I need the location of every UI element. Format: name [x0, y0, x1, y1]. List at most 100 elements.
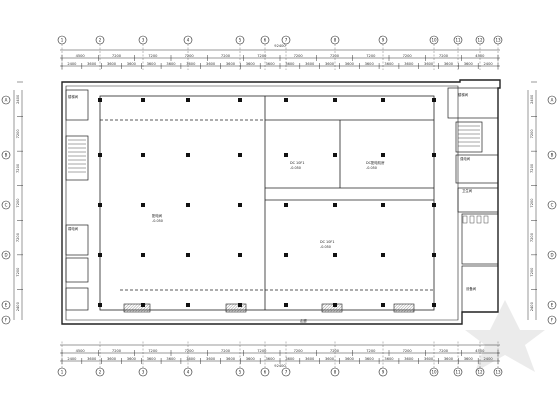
col-axis-bubble: 7: [281, 340, 291, 377]
column-marker: [284, 203, 288, 207]
axis-label: 3: [142, 37, 145, 42]
dim-text: 7200: [112, 349, 122, 353]
column-marker: [432, 303, 436, 307]
axis-label: 5: [239, 369, 242, 374]
axis-label: 1: [61, 37, 64, 42]
dim-text: 4500: [76, 54, 86, 58]
dim-text: 7200: [439, 54, 449, 58]
column-marker: [238, 153, 242, 157]
dim-text: 3600: [127, 357, 137, 361]
column-marker: [98, 253, 102, 257]
column-marker: [98, 153, 102, 157]
room-dc-top: DC 10F1: [290, 161, 304, 165]
row-axis-bubble: B: [547, 150, 557, 160]
dim-text: 3600: [147, 357, 157, 361]
col-axis-bubble: 9: [378, 340, 388, 377]
col-axis-bubble: 2: [95, 340, 105, 377]
column-marker: [238, 203, 242, 207]
axis-label: B: [551, 152, 554, 157]
dim-text: 2400: [16, 301, 20, 311]
row-axis-bubble: B: [1, 150, 11, 160]
axis-label: 9: [382, 369, 385, 374]
dim-text: 7200: [16, 129, 20, 139]
dim-text: 3600: [107, 357, 117, 361]
room-dc-right: DC配电机房: [366, 160, 385, 165]
column-marker: [432, 253, 436, 257]
column-marker: [141, 153, 145, 157]
dim-text: 7200: [403, 54, 413, 58]
dim-text: 3600: [166, 357, 176, 361]
column-marker: [238, 98, 242, 102]
axis-label: 8: [334, 37, 337, 42]
dim-text: 7200: [112, 54, 122, 58]
room-main-hall: 配电间: [152, 213, 163, 218]
dim-text: 3600: [464, 357, 474, 361]
dim-text: 3600: [147, 62, 157, 66]
dim-text: 4500: [475, 349, 485, 353]
col-axis-bubble: 5: [235, 340, 245, 377]
col-axis-bubble: 6: [260, 35, 270, 70]
column-marker: [381, 98, 385, 102]
axis-label: C: [551, 202, 554, 207]
dim-text: 7200: [330, 349, 340, 353]
column-marker: [432, 98, 436, 102]
watermark-icon: [465, 300, 545, 372]
dim-text: 3600: [345, 62, 355, 66]
axis-label: 7: [285, 37, 288, 42]
axis-label: 4: [187, 37, 190, 42]
column-marker: [186, 203, 190, 207]
col-axis-bubble: 2: [95, 35, 105, 70]
dim-text: 7200: [366, 54, 376, 58]
row-axis-bubble: F: [1, 315, 11, 325]
dim-text: 7200: [221, 54, 231, 58]
dim-text: 2400: [530, 301, 534, 311]
col-axis-bubble: 3: [138, 340, 148, 377]
dim-text: 3600: [266, 62, 276, 66]
dim-text: 7200: [294, 349, 304, 353]
dim-text: 7200: [439, 349, 449, 353]
axis-label: F: [5, 317, 8, 322]
column-marker: [284, 253, 288, 257]
col-axis-bubble: 8: [330, 35, 340, 70]
dim-text: 7200: [330, 54, 340, 58]
dim-text: 3600: [404, 357, 414, 361]
dim-text: 3600: [206, 62, 216, 66]
axis-label: 4: [187, 369, 190, 374]
room-dc-right-elev: -0.050: [366, 166, 377, 170]
axis-label: F: [551, 317, 554, 322]
dim-text: 3600: [266, 357, 276, 361]
column-marker: [432, 153, 436, 157]
column-marker: [141, 253, 145, 257]
dim-text: 3600: [107, 62, 117, 66]
column-marker: [333, 253, 337, 257]
dim-text: 7200: [530, 267, 534, 277]
dim-text: 7200: [530, 198, 534, 208]
dim-text: 3600: [325, 357, 335, 361]
axis-label: 5: [239, 37, 242, 42]
axis-label: 10: [431, 37, 437, 42]
column-marker: [141, 303, 145, 307]
dim-text: 3600: [87, 357, 97, 361]
axis-label: 1: [61, 369, 64, 374]
col-axis-bubble: 11: [453, 340, 463, 377]
room-dc-top-elev: -0.050: [290, 166, 301, 170]
dim-text: 3600: [87, 62, 97, 66]
axis-label: A: [5, 97, 8, 102]
dim-text: 3600: [127, 62, 137, 66]
col-axis-bubble: 11: [453, 35, 463, 70]
dim-text: 3600: [444, 62, 454, 66]
dim-text: 3600: [226, 357, 236, 361]
room-dc-bottom-elev: -0.050: [320, 245, 331, 249]
column-marker: [98, 98, 102, 102]
dim-text: 3600: [166, 62, 176, 66]
col-axis-bubble: 4: [183, 340, 193, 377]
column-marker: [141, 203, 145, 207]
dim-text: 7200: [403, 349, 413, 353]
row-axis-bubble: C: [547, 200, 557, 210]
column-marker: [381, 253, 385, 257]
dim-text: 3600: [305, 62, 315, 66]
dim-text: 7200: [185, 54, 195, 58]
axis-label: C: [5, 202, 8, 207]
